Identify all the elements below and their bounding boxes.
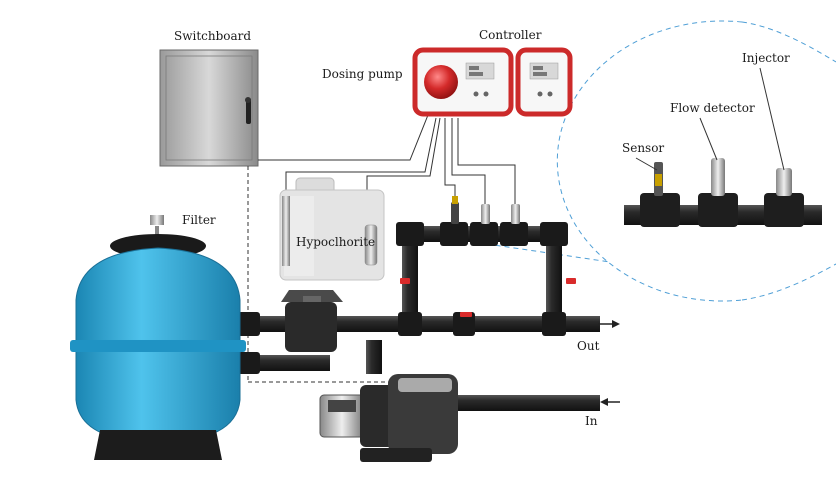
pump-dial[interactable] xyxy=(424,65,458,99)
out-arrow-icon xyxy=(612,320,620,328)
controller-unit[interactable] xyxy=(515,47,573,117)
multiport-valve xyxy=(281,290,343,352)
label-in: In xyxy=(585,414,598,428)
sand-filter xyxy=(70,215,246,460)
valve-handles xyxy=(400,278,576,317)
injector-body xyxy=(776,168,792,196)
label-out: Out xyxy=(577,339,600,353)
label-flow-detector: Flow detector xyxy=(670,101,755,115)
detail-assembly xyxy=(624,67,822,227)
label-switchboard: Switchboard xyxy=(174,29,251,43)
flow-detector-body xyxy=(711,158,725,196)
detail-connector-line xyxy=(459,239,611,263)
controller-display xyxy=(529,62,559,80)
circulation-pump xyxy=(319,374,458,462)
hypochlorite-tank xyxy=(279,177,385,281)
bypass-sensors xyxy=(451,196,520,224)
pump-display xyxy=(465,62,495,80)
label-controller: Controller xyxy=(479,28,542,42)
pump-button[interactable] xyxy=(483,91,489,97)
controller-button[interactable] xyxy=(547,91,553,97)
dosing-pump-unit[interactable] xyxy=(412,47,514,117)
bypass-right-pipe xyxy=(546,226,562,332)
in-arrow-icon xyxy=(600,398,608,406)
detail-circle xyxy=(459,20,836,302)
controller-button[interactable] xyxy=(537,91,543,97)
signal-wires xyxy=(247,114,516,383)
label-injector: Injector xyxy=(742,51,790,65)
label-filter: Filter xyxy=(182,213,216,227)
label-hypochlorite: Hypoclhorite xyxy=(296,235,375,249)
in-pipe xyxy=(440,395,600,411)
pump-button[interactable] xyxy=(473,91,479,97)
flow-arrows xyxy=(598,320,620,406)
label-sensor: Sensor xyxy=(622,141,664,155)
filter-lower-pipe xyxy=(240,355,330,371)
switchboard xyxy=(159,49,259,167)
label-dosing-pump: Dosing pump xyxy=(322,67,403,81)
